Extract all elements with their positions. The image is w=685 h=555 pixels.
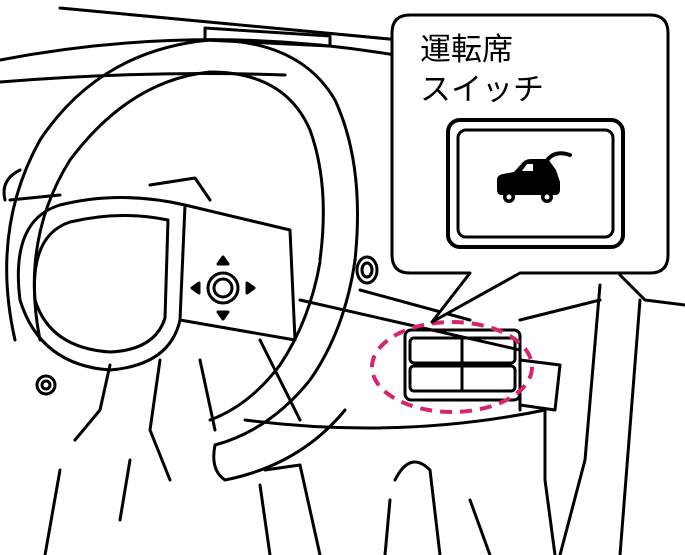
driver-switch-panel [403,328,562,412]
steering-hub [2,168,297,482]
dash-knob-left [35,374,57,396]
callout-title-line1: 運転席 [420,32,513,68]
dashboard-top [0,6,402,84]
steering-control-pad [190,255,256,321]
rear-hatch-open-car-icon [497,151,572,203]
dash-knob-right [355,255,379,285]
steering-wheel [5,38,359,482]
callout-title-line2: スイッチ [420,72,544,108]
pedals [43,458,492,555]
callout-title: 運転席 スイッチ [420,30,645,110]
highlight-ellipse [370,320,534,414]
